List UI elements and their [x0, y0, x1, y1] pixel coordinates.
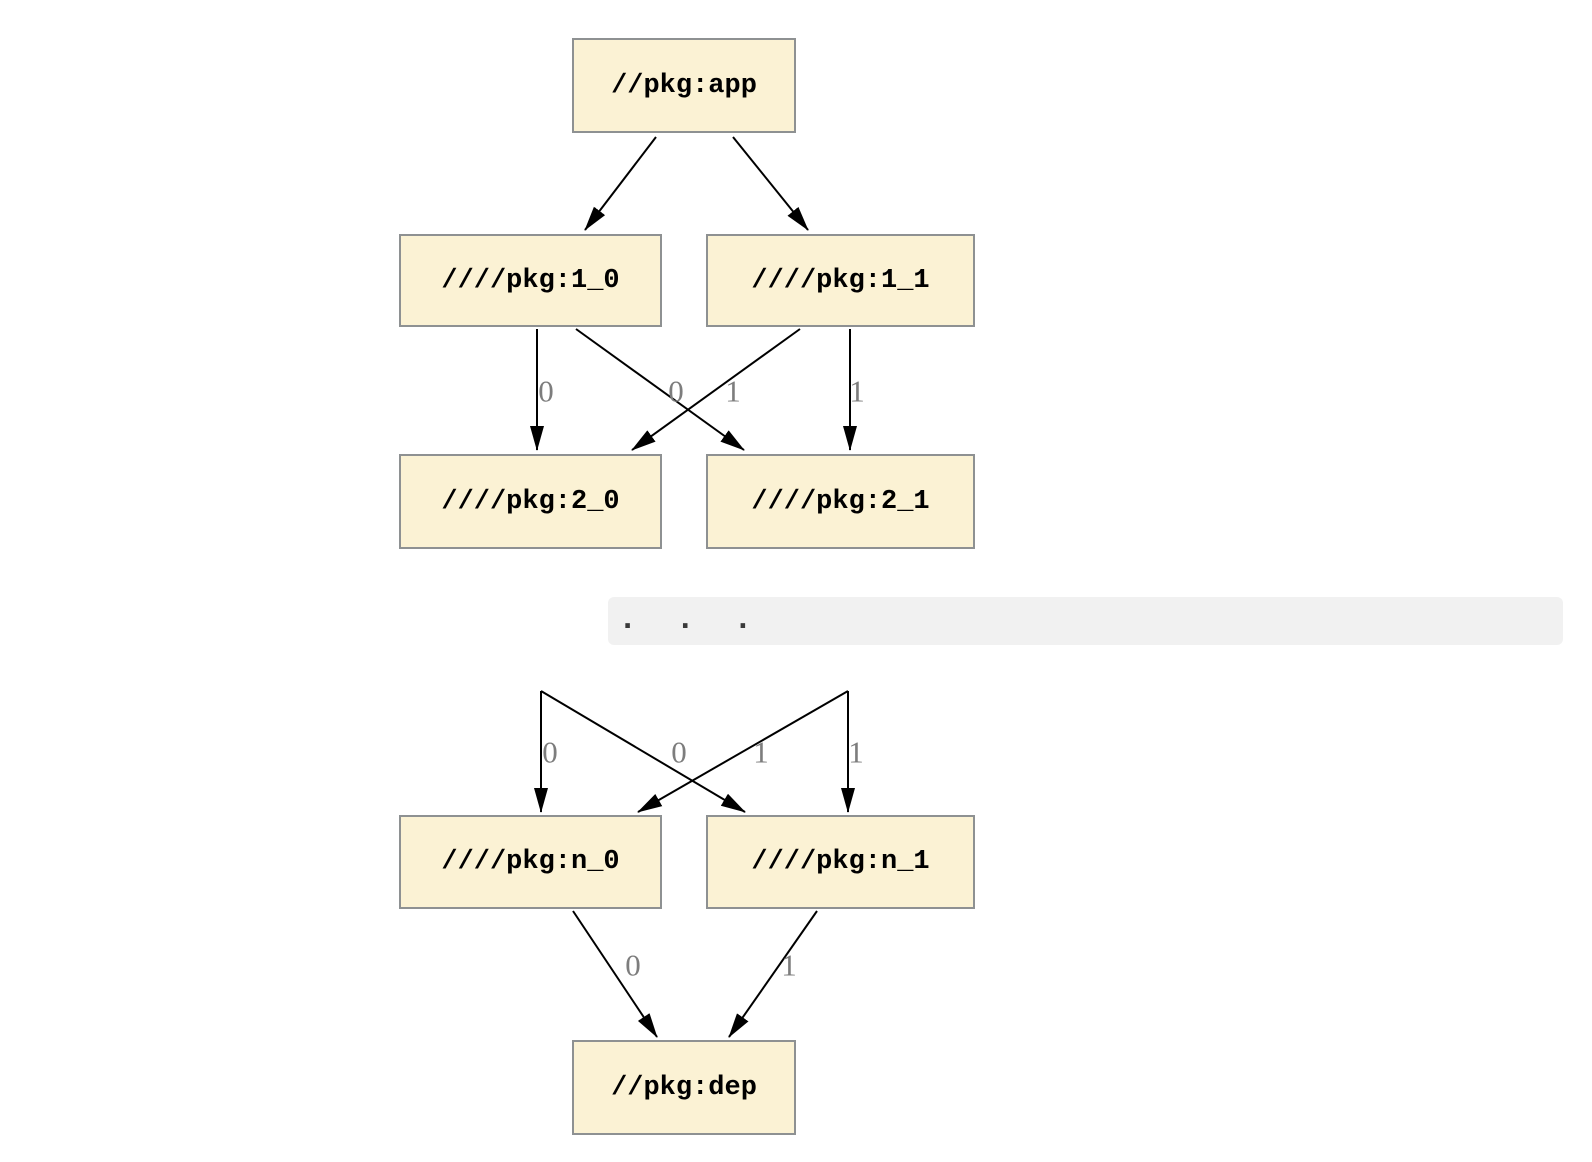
edge-n_0-to-dep: [572, 910, 658, 1038]
node-pkg-2_1: ////pkg:2_1: [706, 454, 975, 549]
edge-n_1-to-dep: [728, 910, 818, 1038]
edge-label-ellipsis-n_0-left: 0: [542, 734, 558, 770]
node-pkg-1_1-label: ////pkg:1_1: [751, 265, 930, 296]
node-pkg-2_1-label: ////pkg:2_1: [751, 486, 930, 517]
node-pkg-1_1: ////pkg:1_1: [706, 234, 975, 327]
node-pkg-2_0-label: ////pkg:2_0: [441, 486, 620, 517]
edge-app-to-1_1: [732, 136, 809, 231]
node-pkg-n_0: ////pkg:n_0: [399, 815, 662, 909]
edge-label-1_1-2_1: 1: [849, 373, 865, 409]
edge-1_0-to-2_1: [575, 328, 745, 451]
edge-label-1_1-2_0: 0: [668, 373, 684, 409]
node-pkg-1_0: ////pkg:1_0: [399, 234, 662, 327]
node-pkg-n_1: ////pkg:n_1: [706, 815, 975, 909]
edge-label-ellipsis-n_0-right: 0: [671, 734, 687, 770]
edge-app-to-1_0: [584, 136, 657, 231]
edge-ellipsis-to-n_0-right: [637, 690, 849, 813]
edge-label-1_0-2_0: 0: [538, 373, 554, 409]
ellipsis-separator-band: . . .: [608, 597, 1563, 645]
node-pkg-2_0: ////pkg:2_0: [399, 454, 662, 549]
node-pkg-app: //pkg:app: [572, 38, 796, 133]
edge-label-1_0-2_1: 1: [725, 373, 741, 409]
node-pkg-dep-label: //pkg:dep: [611, 1072, 757, 1103]
edge-label-n_0-dep: 0: [625, 947, 641, 983]
edge-label-ellipsis-n_1-left: 1: [753, 734, 769, 770]
node-pkg-dep: //pkg:dep: [572, 1040, 796, 1135]
edge-label-ellipsis-n_1-right: 1: [848, 734, 864, 770]
ellipsis-dots: . . .: [618, 601, 753, 638]
edge-label-n_1-dep: 1: [781, 947, 797, 983]
node-pkg-n_0-label: ////pkg:n_0: [441, 847, 620, 877]
node-pkg-1_0-label: ////pkg:1_0: [441, 265, 620, 296]
edge-1_1-to-2_0: [631, 328, 801, 451]
edge-ellipsis-to-n_1-left: [540, 690, 746, 813]
node-pkg-n_1-label: ////pkg:n_1: [751, 847, 930, 877]
node-pkg-app-label: //pkg:app: [611, 70, 757, 101]
